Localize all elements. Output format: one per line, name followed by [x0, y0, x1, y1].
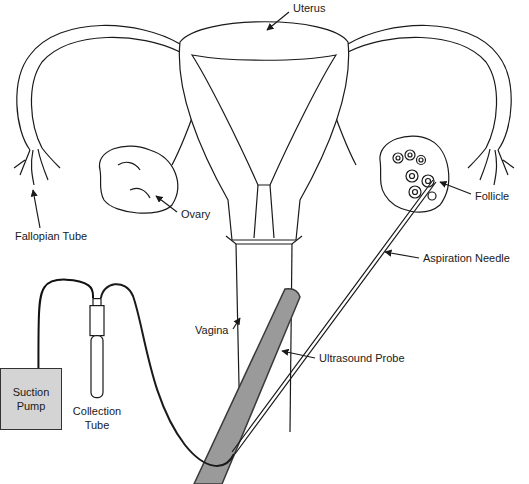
- vaginal-wall: [290, 244, 292, 432]
- suction-tubing: [38, 280, 93, 368]
- cervix: [226, 236, 302, 244]
- part-label: Uterus: [292, 2, 326, 15]
- tube-symbol: [64, 298, 130, 400]
- ovary: [99, 146, 177, 213]
- collection-tube: Collection Tube: [61, 298, 133, 433]
- ovary: [380, 136, 449, 212]
- suction-pump-box: Suction Pump: [0, 368, 62, 430]
- aspiration-needle: [232, 180, 436, 454]
- box-text: Suction Pump: [5, 385, 57, 414]
- tube-label: Collection Tube: [61, 404, 133, 433]
- aspiration-tubing: [101, 284, 234, 466]
- part-label: Ultrasound Probe: [318, 352, 406, 365]
- uterus-outline: [179, 22, 348, 240]
- part-label: Vagina: [194, 324, 229, 337]
- ultrasound-probe: [194, 289, 300, 484]
- part-label: Ovary: [180, 208, 211, 221]
- part-label: Aspiration Needle: [422, 252, 511, 265]
- uterine-cavity: [192, 55, 336, 185]
- part-label: Fallopian Tube: [14, 230, 88, 243]
- part-label: Follicle: [474, 190, 510, 203]
- follicles: [393, 150, 436, 200]
- leader-lines: [33, 12, 471, 358]
